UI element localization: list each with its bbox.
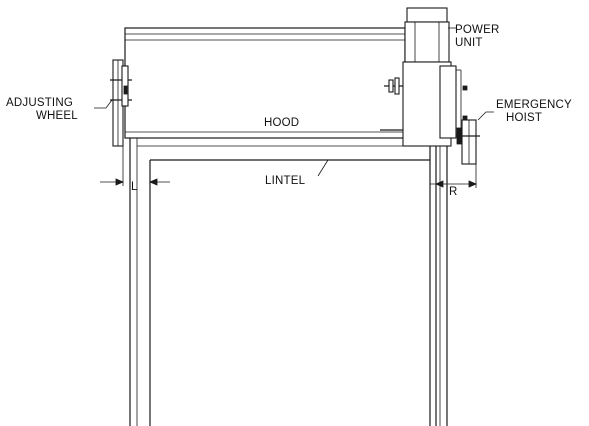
emergency-hoist [456,119,480,165]
label-dim-r: R [449,186,458,198]
power-unit [380,7,468,147]
door-frame [129,138,448,426]
label-dim-l: L [131,181,138,193]
label-power-unit-2: UNIT [455,37,483,49]
dimension-r [430,164,478,188]
label-power-unit-1: POWER [455,24,499,36]
leader-lines [94,27,494,177]
label-hood: HOOD [264,117,299,129]
label-lintel: LINTEL [265,175,306,187]
dimension-l [100,146,170,186]
label-adjusting-wheel-1: ADJUSTING [6,97,73,109]
adjusting-wheel [110,59,132,147]
label-adjusting-wheel-2: WHEEL [36,110,78,122]
label-emergency-hoist-1: EMERGENCY [496,99,572,111]
label-emergency-hoist-2: HOIST [506,112,542,124]
